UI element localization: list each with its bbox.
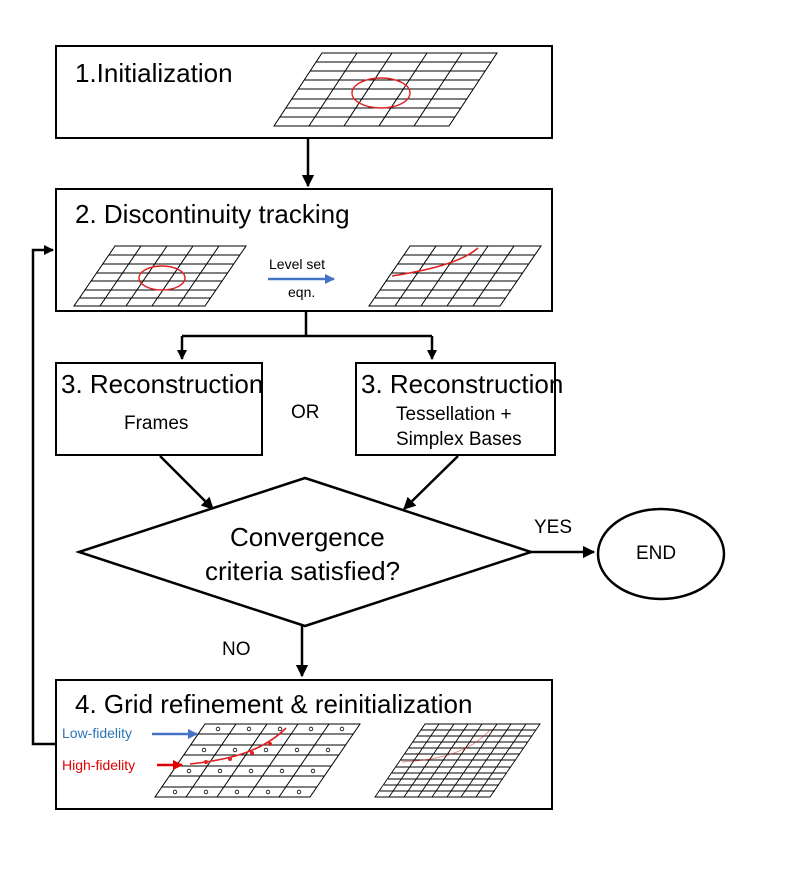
low-fidelity-label: Low-fidelity: [62, 725, 133, 741]
loop-back-arrow: [31, 245, 55, 746]
tracking-grid-after: [368, 245, 542, 307]
or-label: OR: [291, 402, 320, 423]
arrows-to-decision: [159, 455, 459, 510]
initialization-box: [55, 45, 553, 139]
decision-line-1: Convergence: [230, 522, 385, 552]
level-set-eqn-label: eqn.: [288, 284, 316, 300]
tessellation-label: Tessellation +: [396, 404, 512, 425]
simplex-bases-label: Simplex Bases: [396, 429, 522, 450]
grid-refinement-title: 4. Grid refinement & reinitialization: [75, 689, 473, 719]
no-label: NO: [222, 639, 251, 660]
frames-label: Frames: [124, 413, 189, 434]
reconstruction-frames-box: [55, 362, 263, 456]
level-set-label: Level set: [269, 256, 326, 272]
yes-label: YES: [534, 517, 573, 538]
tracking-grid-before: [73, 245, 247, 307]
decision-line-2: criteria satisfied?: [205, 556, 401, 586]
reconstruction-tessellation-box: [355, 362, 556, 456]
initialization-title: 1.Initialization: [75, 58, 233, 88]
discontinuity-tracking-title: 2. Discontinuity tracking: [75, 199, 350, 229]
refinement-grid-low-fidelity: [154, 723, 361, 798]
end-label: END: [636, 543, 677, 564]
high-fidelity-label: High-fidelity: [62, 757, 136, 773]
initialization-grid: [273, 52, 498, 127]
arrow-tracking-to-reconstruction: [177, 312, 437, 360]
end-ellipse: [596, 507, 726, 601]
refinement-grid-fine: [374, 723, 541, 798]
reconstruction-frames-title: 3. Reconstruction: [61, 369, 264, 399]
reconstruction-tessellation-title: 3. Reconstruction: [361, 369, 564, 399]
